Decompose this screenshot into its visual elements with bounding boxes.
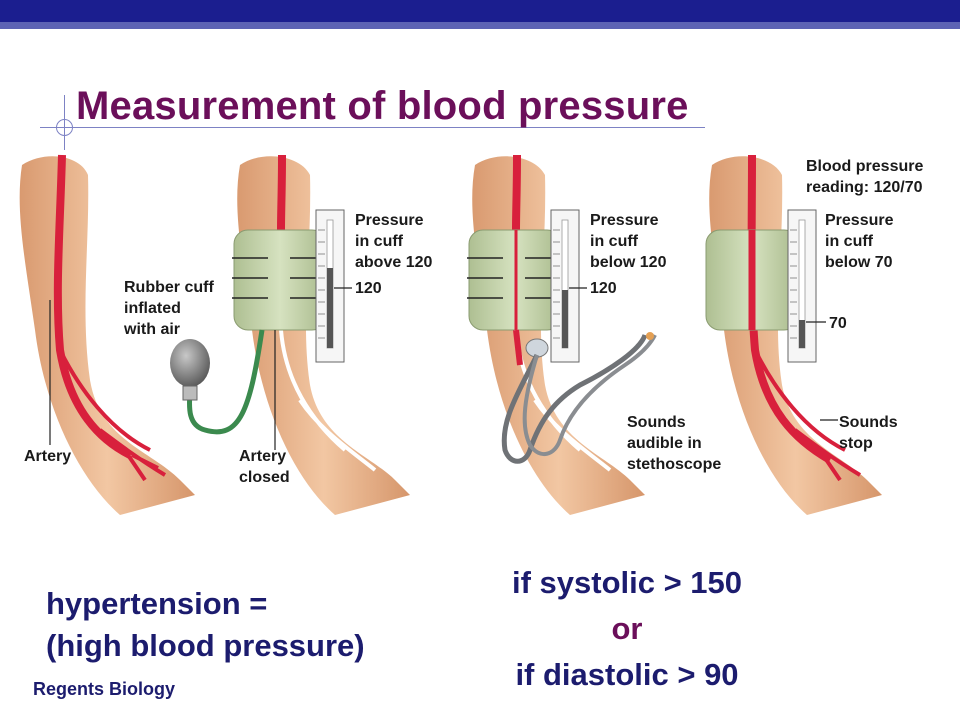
artery-1 xyxy=(53,154,132,459)
arm-panel-1 xyxy=(19,154,195,516)
label-reading-120-b: 120 xyxy=(590,280,617,297)
top-banner xyxy=(0,0,960,22)
arm-panel-4 xyxy=(705,154,882,516)
arm-panel-2 xyxy=(170,154,410,516)
hypertension-definition: hypertension = (high blood pressure) xyxy=(46,586,365,663)
label-reading-120: 120 xyxy=(355,280,382,297)
label-reading-70: 70 xyxy=(829,315,847,332)
top-banner-stripe xyxy=(0,22,960,29)
footer-label: Regents Biology xyxy=(33,679,176,699)
label-artery: Artery xyxy=(24,448,72,465)
stethoscope-3 xyxy=(501,333,648,464)
hypertension-conditions: if systolic > 150 or if diastolic > 90 xyxy=(462,560,792,698)
arm-panel-3 xyxy=(467,154,657,516)
tube-2 xyxy=(186,329,265,435)
slide-title: Measurement of blood pressure xyxy=(76,84,689,128)
crosshair-horizontal xyxy=(40,127,705,128)
cuff-2 xyxy=(233,229,327,331)
condition-diastolic: if diastolic > 90 xyxy=(515,657,739,692)
blood-pressure-diagram xyxy=(19,154,882,516)
bulb-icon xyxy=(170,339,210,387)
condition-or: or xyxy=(611,611,643,646)
crosshair-circle xyxy=(56,119,73,136)
condition-systolic: if systolic > 150 xyxy=(511,565,743,600)
